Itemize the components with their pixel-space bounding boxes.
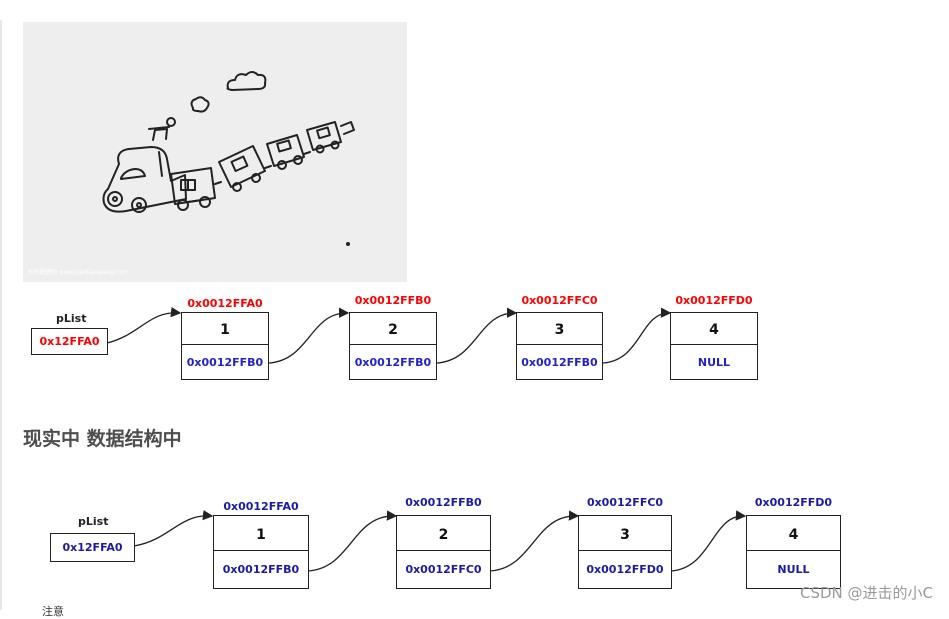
node1-next: 0x0012FFB0 xyxy=(182,344,268,379)
node1-address: 0x0012FFA0 xyxy=(223,500,299,513)
node1-next: 0x0012FFB0 xyxy=(214,550,308,588)
train-drawing xyxy=(102,71,355,246)
node3-address: 0x0012FFC0 xyxy=(586,496,664,509)
node-1: 1 0x0012FFB0 xyxy=(213,515,309,589)
arrow-node1-to-node2 xyxy=(268,307,350,364)
illustration-caption: 天天纸拼网 www.tiantianwang.com xyxy=(27,269,129,276)
node-3: 3 0x0012FFD0 xyxy=(578,515,672,589)
arrow-plist-to-node1 xyxy=(106,306,182,344)
node3-next: 0x0012FFD0 xyxy=(579,550,671,588)
arrow-node2-to-node3 xyxy=(489,510,580,572)
arrow-node3-to-node4 xyxy=(602,307,672,364)
node3-next: 0x0012FFB0 xyxy=(517,344,602,379)
node4-value: 4 xyxy=(709,322,719,338)
node-3: 3 0x0012FFB0 xyxy=(516,312,603,380)
plist-value-box: 0x12FFA0 xyxy=(50,533,135,562)
csdn-watermark: CSDN @进击的小C xyxy=(799,584,933,602)
node2-address: 0x0012FFB0 xyxy=(354,294,432,307)
node3-value: 3 xyxy=(554,322,565,338)
section-heading: 现实中 数据结构中 xyxy=(23,428,182,450)
cutoff-heading-text: 注意 xyxy=(42,605,64,618)
node3-value: 3 xyxy=(620,526,630,543)
plist-value-box: 0x12FFA0 xyxy=(31,328,108,355)
node-4: 4 NULL xyxy=(670,312,758,380)
plist-label: pList xyxy=(78,515,109,528)
train-illustration: 天天纸拼网 www.tiantianwang.com xyxy=(23,22,407,282)
arrow-node1-to-node2 xyxy=(307,510,398,572)
node2-value: 2 xyxy=(388,322,398,338)
node1-value: 1 xyxy=(220,322,230,338)
node4-address: 0x0012FFD0 xyxy=(675,294,753,307)
plist-label: pList xyxy=(56,312,87,325)
arrow-node2-to-node3 xyxy=(436,307,518,364)
node1-value: 1 xyxy=(256,526,266,543)
node-2: 2 0x0012FFC0 xyxy=(396,515,491,589)
node2-address: 0x0012FFB0 xyxy=(405,496,482,509)
node1-address: 0x0012FFA0 xyxy=(187,297,263,310)
node3-address: 0x0012FFC0 xyxy=(521,294,598,307)
node-1: 1 0x0012FFB0 xyxy=(181,312,269,380)
node4-next: NULL xyxy=(671,344,757,379)
arrow-node3-to-node4 xyxy=(670,510,747,572)
node-4: 4 NULL xyxy=(746,515,841,589)
node4-next: NULL xyxy=(747,550,840,588)
node-2: 2 0x0012FFB0 xyxy=(349,312,437,380)
arrow-plist-to-node1 xyxy=(133,509,214,547)
node4-address: 0x0012FFD0 xyxy=(754,496,833,509)
node2-next: 0x0012FFC0 xyxy=(397,550,490,588)
left-border-rule xyxy=(0,20,2,610)
node2-value: 2 xyxy=(438,526,449,543)
node4-value: 4 xyxy=(788,526,799,543)
node2-next: 0x0012FFB0 xyxy=(350,344,436,379)
